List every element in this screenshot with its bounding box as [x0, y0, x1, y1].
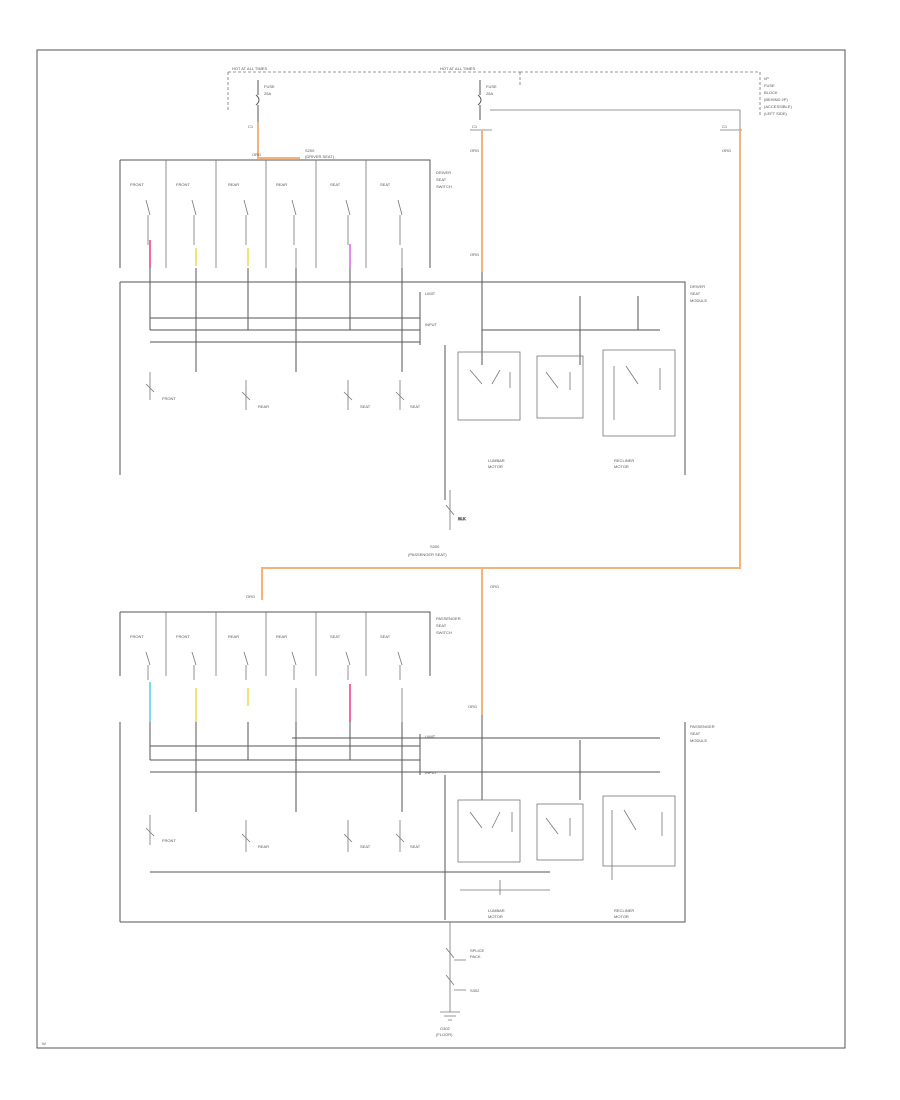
- psw-label-5: SEAT: [330, 634, 341, 639]
- wire-label-top-left: ORG: [252, 152, 261, 157]
- pass-switch-contacts: [145, 651, 403, 680]
- driver-sensor-2: REAR: [258, 404, 269, 409]
- connector-top-right: C1: [722, 124, 728, 129]
- fuse-box-label-6: (LEFT SIDE): [764, 111, 787, 116]
- driver-sensor-1: FRONT: [162, 396, 176, 401]
- splice-label-top: S200: [305, 148, 315, 153]
- driver-sensor-3: SEAT: [360, 404, 371, 409]
- pass-switch-label-3: SWITCH: [436, 630, 452, 635]
- fuse-box-label-5: (ACCESSIBLE): [764, 104, 792, 109]
- passenger-seat-switch: PASSENGER SEAT SWITCH FRONT FRONT REAR R…: [119, 611, 461, 680]
- fuse-left: [255, 80, 260, 122]
- fuse-box-label-4: (BEHIND I/P): [764, 97, 788, 102]
- driver-relay-label-1: LUMBAR: [488, 458, 505, 463]
- wire-label-pass-left: ORG: [246, 594, 255, 599]
- connector-top-center: C1: [472, 124, 478, 129]
- fuse-left-label: FUSE: [264, 84, 275, 89]
- wire-label-right: ORG: [722, 148, 731, 153]
- splice-mid-desc: (PASSENGER SEAT): [408, 552, 447, 557]
- psw-label-2: FRONT: [176, 634, 190, 639]
- driver-color-wires: [149, 240, 403, 268]
- fuse-box-label-3: BLOCK: [764, 90, 778, 95]
- psw-label-4: REAR: [276, 634, 287, 639]
- sw-label-5: SEAT: [330, 182, 341, 187]
- driver-sensor-4: SEAT: [410, 404, 421, 409]
- pass-sensor-4: SEAT: [410, 844, 421, 849]
- wire-left-feed: [257, 122, 300, 159]
- sw-label-6: SEAT: [380, 182, 391, 187]
- sw-label-2: FRONT: [176, 182, 190, 187]
- ground-driver-label: BLK: [458, 516, 466, 521]
- driver-bus-label-1: LIMIT: [425, 291, 436, 296]
- connector-top-left: C1: [248, 124, 254, 129]
- wire-label-pass-trunk: ORG: [490, 584, 499, 589]
- psw-label-6: SEAT: [380, 634, 391, 639]
- ground-desc: (FLOOR): [436, 1032, 453, 1037]
- driver-relay-label-2b: MOTOR: [614, 464, 629, 469]
- power-supply-section: HOT AT ALL TIMES HOT AT ALL TIMES I/P FU…: [227, 66, 792, 569]
- diagram-frame: [36, 49, 846, 1049]
- bottom-label-2: S302: [470, 988, 480, 993]
- pass-module-label-3: MODULE: [690, 738, 707, 743]
- wire-label-trunk: ORG: [470, 148, 479, 153]
- sw-label-1: FRONT: [130, 182, 144, 187]
- driver-switch-contacts: [145, 199, 403, 245]
- psw-label-1: FRONT: [130, 634, 144, 639]
- fuse-block-label-left: HOT AT ALL TIMES: [232, 66, 267, 71]
- pass-switch-label: PASSENGER: [436, 616, 461, 621]
- bottom-label-1: SPLICE: [470, 948, 485, 953]
- driver-module-label-3: MODULE: [690, 298, 707, 303]
- pass-sensor-3: SEAT: [360, 844, 371, 849]
- pass-relay-label-1b: MOTOR: [488, 914, 503, 919]
- fuse-center-label: FUSE: [486, 84, 497, 89]
- wire-right-trunk: [482, 130, 741, 569]
- diagram-id: W: [42, 1041, 46, 1046]
- pass-sensor-2: REAR: [258, 844, 269, 849]
- fuse-block-label-right: HOT AT ALL TIMES: [440, 66, 475, 71]
- splice-desc-top: (DRIVER SEAT): [305, 154, 335, 159]
- pass-switch-label-2: SEAT: [436, 623, 447, 628]
- fuse-center: [477, 80, 482, 120]
- ground-driver: BLK: [445, 490, 466, 530]
- pass-relay-label-2b: MOTOR: [614, 914, 629, 919]
- pass-position-sensors: [145, 815, 405, 852]
- pass-bus-label-2: INPUT: [425, 770, 438, 775]
- sw-label-3: REAR: [228, 182, 239, 187]
- wire-label-pass-trunk-2: ORG: [468, 704, 477, 709]
- ground-label: G302: [440, 1026, 451, 1031]
- bottom-label-1b: PACK: [470, 954, 481, 959]
- ground-bottom: [440, 922, 466, 1021]
- driver-bus-label-2: INPUT: [425, 322, 438, 327]
- passenger-color-wires: [149, 682, 403, 722]
- pass-sensor-1: FRONT: [162, 838, 176, 843]
- wire-passenger-feed: [261, 567, 482, 600]
- pass-module-label-2: SEAT: [690, 731, 701, 736]
- passenger-seat-module: PASSENGER SEAT MODULE LIMIT INPUT FRONT …: [119, 715, 715, 923]
- driver-seat-switch: DRIVER SEAT SWITCH FRONT FRONT REAR REAR…: [119, 159, 452, 268]
- pass-relay-label-2: RECLINER: [614, 908, 634, 913]
- driver-module-label-2: SEAT: [690, 291, 701, 296]
- driver-seat-module: DRIVER SEAT MODULE LIMIT INPUT FRONT REA…: [119, 268, 707, 500]
- splice-mid-label: S300: [430, 544, 440, 549]
- fuse-box-label-2: FUSE: [764, 83, 775, 88]
- fuse-box-label: I/P: [764, 76, 769, 81]
- wire-label-trunk-2: ORG: [470, 252, 479, 257]
- pass-relay-label-1: LUMBAR: [488, 908, 505, 913]
- pass-module-label: PASSENGER: [690, 724, 715, 729]
- driver-switch-label-2: SEAT: [436, 177, 447, 182]
- driver-module-label: DRIVER: [690, 284, 705, 289]
- fuse-center-rating: 25A: [486, 91, 493, 96]
- psw-label-3: REAR: [228, 634, 239, 639]
- fuse-left-rating: 25A: [264, 91, 271, 96]
- pass-relays: [457, 795, 676, 895]
- driver-switch-label: DRIVER: [436, 170, 451, 175]
- driver-position-sensors: [145, 372, 405, 410]
- driver-relays: [457, 349, 676, 437]
- driver-switch-label-3: SWITCH: [436, 184, 452, 189]
- driver-relay-label-1b: MOTOR: [488, 464, 503, 469]
- driver-relay-label-2: RECLINER: [614, 458, 634, 463]
- sw-label-4: REAR: [276, 182, 287, 187]
- pass-bus-label-1: LIMIT: [425, 734, 436, 739]
